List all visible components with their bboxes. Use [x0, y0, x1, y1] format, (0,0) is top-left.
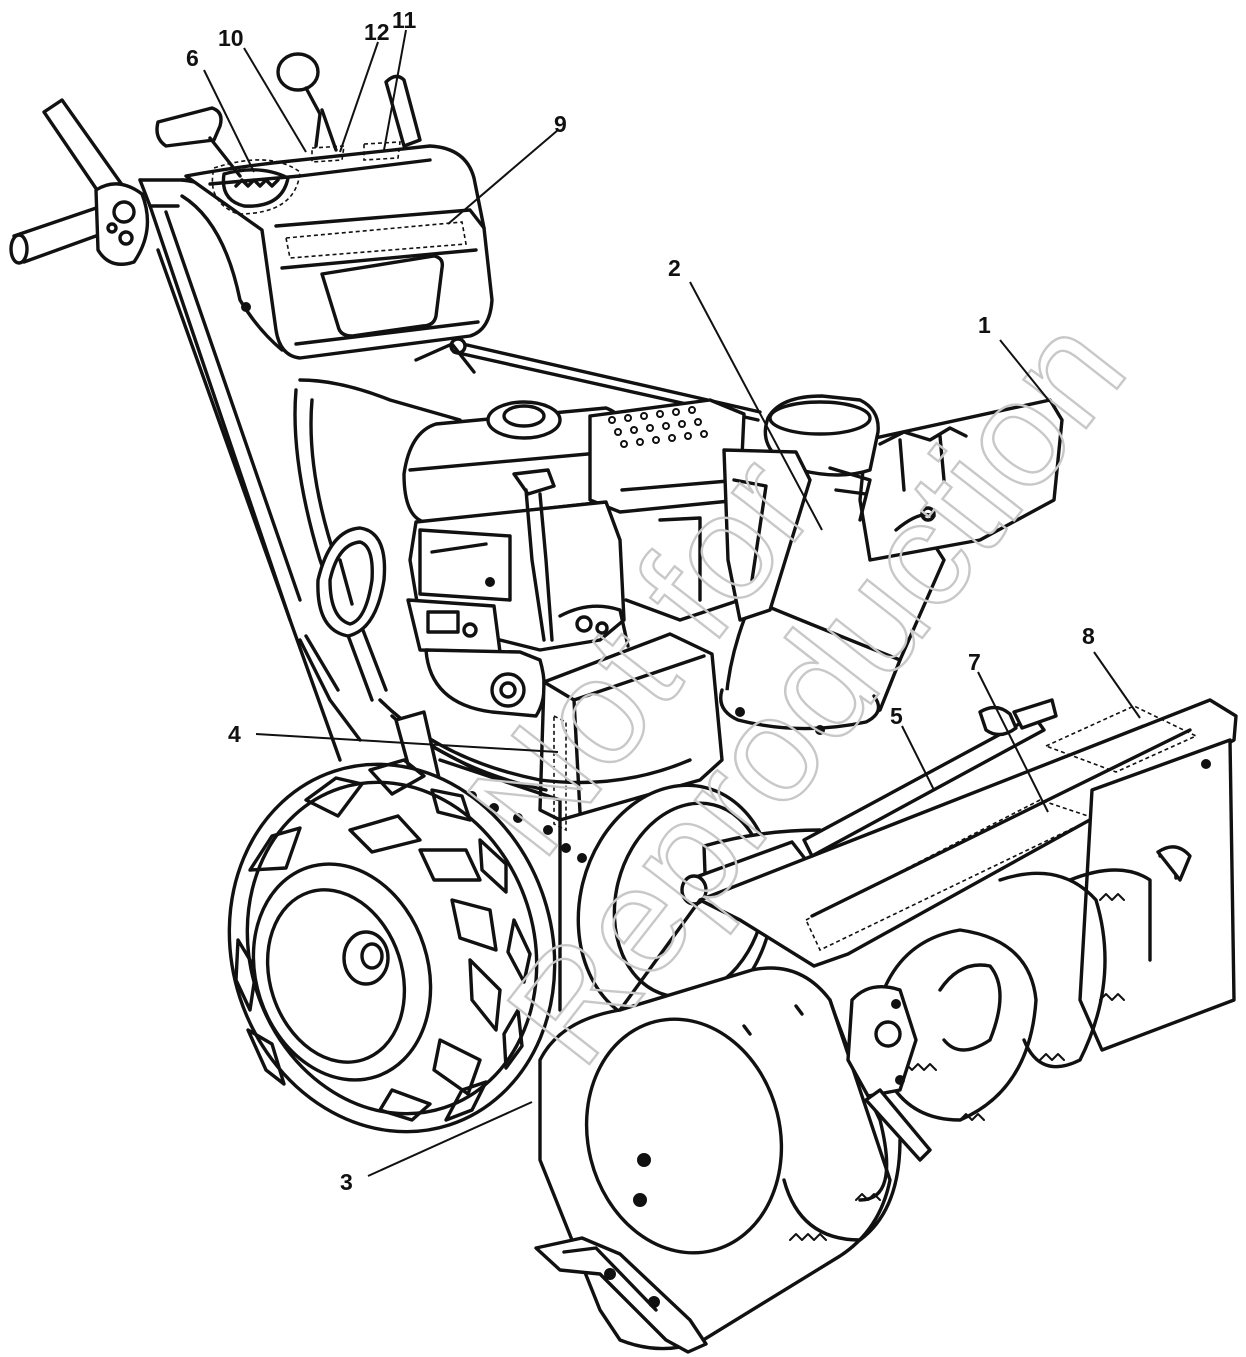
- callout-5: 5: [890, 703, 903, 729]
- callout-3: 3: [340, 1169, 353, 1195]
- leader-8: [1093, 651, 1141, 719]
- callout-4: 4: [228, 721, 241, 747]
- leader-lines: [203, 29, 1141, 1177]
- callout-8: 8: [1082, 623, 1095, 649]
- leader-1: [999, 339, 1051, 403]
- drive-wheel: [227, 758, 557, 1134]
- callout-12: 12: [364, 19, 390, 45]
- callout-1: 1: [978, 312, 991, 338]
- discharge-chute: [719, 394, 1064, 735]
- callout-labels: 1 2 3 4 5 6 7 8 9 10 11 12: [186, 7, 1095, 1195]
- leader-6: [203, 69, 255, 173]
- handle-assembly: [9, 52, 494, 762]
- leader-12: [339, 41, 379, 153]
- air-vent-grid: [608, 406, 708, 448]
- leader-4: [255, 733, 559, 753]
- callout-6: 6: [186, 45, 199, 71]
- auger-housing: [534, 698, 1238, 1354]
- callout-7: 7: [968, 649, 981, 675]
- leader-7: [977, 671, 1049, 813]
- callout-2: 2: [668, 255, 681, 281]
- leader-11: [383, 29, 407, 151]
- callout-9: 9: [554, 111, 567, 137]
- leader-10: [243, 47, 307, 153]
- callout-11: 11: [392, 7, 417, 33]
- leader-5: [901, 725, 935, 791]
- leader-9: [447, 129, 559, 225]
- callout-10: 10: [218, 25, 244, 51]
- leader-2: [689, 281, 823, 531]
- leader-3: [367, 1101, 533, 1177]
